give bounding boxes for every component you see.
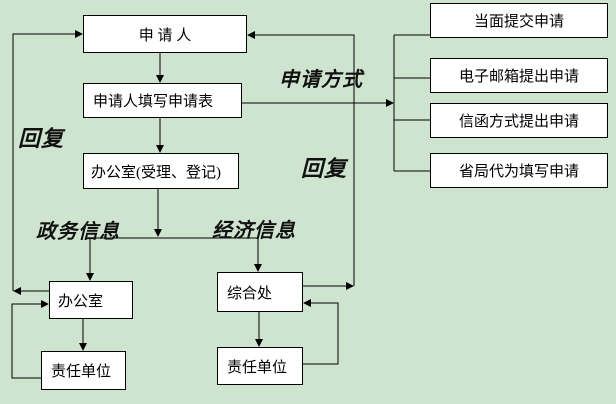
connector-loop-resp-right-to-general — [303, 299, 339, 365]
node-office-left: 办公室 — [49, 281, 133, 319]
node-submit-by-letter: 信函方式提出申请 — [430, 103, 608, 138]
arrowhead-down — [79, 343, 87, 351]
node-office-accept-register: 办公室(受理、登记) — [83, 153, 239, 189]
label-economic-info: 经济信息 — [212, 220, 296, 242]
node-responsible-unit-left: 责任单位 — [41, 351, 126, 390]
node-applicant: 申 请 人 — [83, 15, 247, 53]
arrowhead-left — [303, 299, 311, 307]
label-application-method: 申请方式 — [279, 69, 363, 91]
arrowhead-right — [386, 99, 394, 107]
connector-form-to-office-accept — [156, 118, 164, 153]
connector-loop-resp-left-to-office — [11, 300, 49, 379]
arrowhead-down — [154, 229, 162, 237]
label-reply-right: 回复 — [301, 156, 348, 181]
label-reply-left: 回复 — [18, 126, 65, 151]
connector-reply-right — [247, 31, 355, 290]
label-government-info: 政务信息 — [36, 221, 120, 243]
arrowhead-right — [75, 30, 83, 38]
connector-office-accept-split — [86, 189, 262, 281]
arrowhead-down — [156, 145, 164, 153]
connector-office-left-to-resp-unit — [79, 319, 87, 351]
arrowhead-right — [41, 300, 49, 308]
node-submit-in-person: 当面提交申请 — [430, 3, 608, 38]
arrowhead-down — [156, 75, 164, 83]
node-fill-application-form: 申请人填写申请表 — [83, 83, 242, 118]
arrowhead-down — [255, 339, 263, 347]
node-general-division: 综合处 — [217, 272, 303, 312]
arrowhead-left — [13, 287, 21, 295]
arrowhead-right — [346, 282, 354, 290]
arrowhead-down — [86, 273, 94, 281]
connector-applicant-to-form — [156, 53, 164, 83]
connector-form-to-methods-bracket — [242, 34, 430, 172]
node-submit-by-email: 电子邮箱提出申请 — [430, 58, 608, 93]
node-submit-by-bureau: 省局代为填写申请 — [430, 153, 608, 188]
connector-general-division-to-resp-unit — [255, 312, 263, 347]
connector-reply-left — [12, 30, 83, 295]
node-responsible-unit-right: 责任单位 — [217, 347, 303, 385]
arrowhead-left — [247, 31, 255, 39]
arrowhead-down — [254, 264, 262, 272]
